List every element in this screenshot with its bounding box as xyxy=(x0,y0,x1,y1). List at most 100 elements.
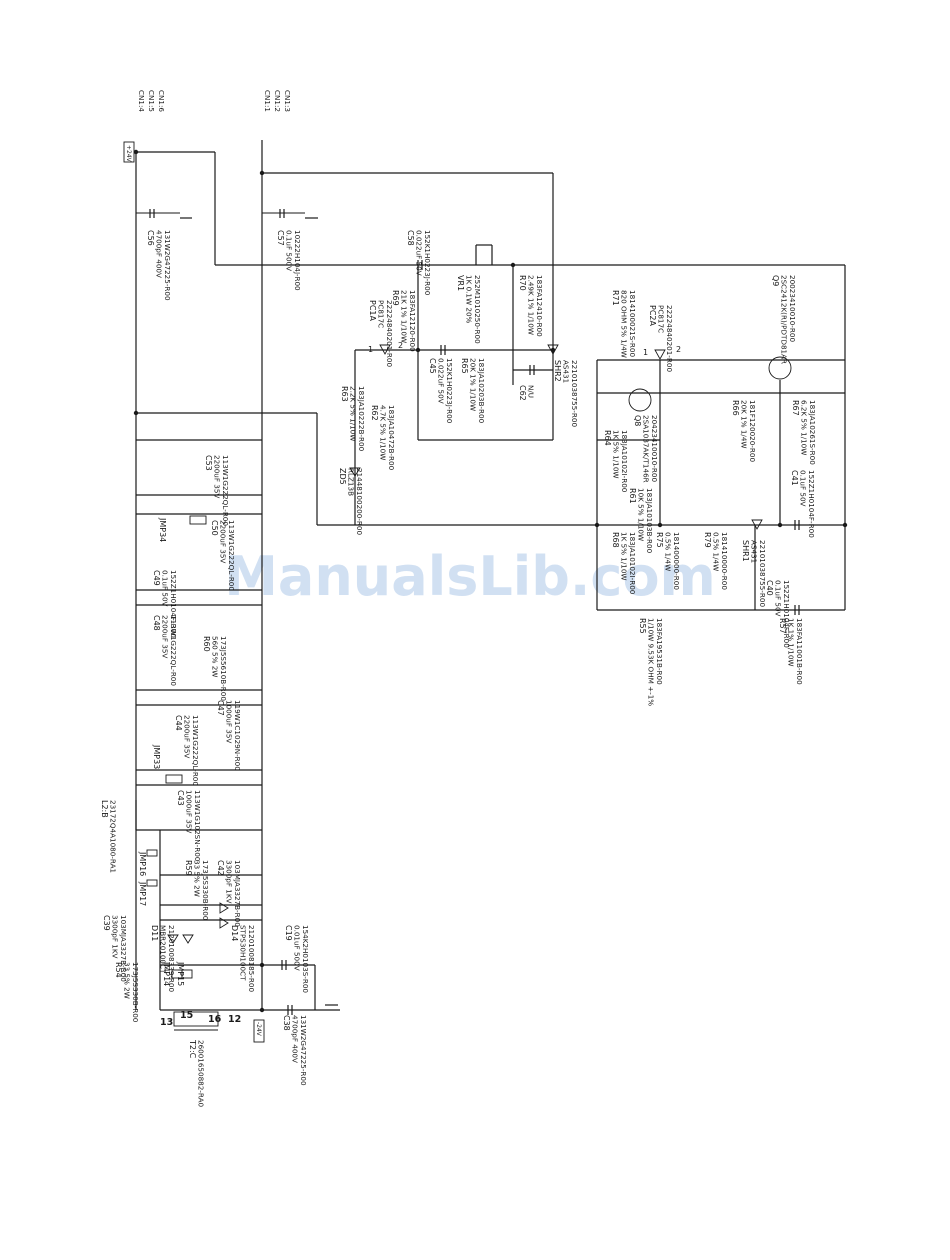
pin-15: 15 xyxy=(180,1010,193,1021)
c56-label-line: 4700pF 400V xyxy=(155,230,164,278)
q8-label-line: 2SA1037AK/T146R xyxy=(642,415,651,483)
shr2-label-line: 22101038755-R00 xyxy=(570,360,579,427)
r75-label-line: R75 xyxy=(655,532,664,548)
d11-label-line: 21201008339-R00 xyxy=(167,925,176,992)
junction-dots xyxy=(133,149,848,1013)
zd5-label-line: ZD5 xyxy=(338,468,347,485)
r69-label-line: 183FA12120-R00 xyxy=(408,290,417,352)
r71-label-line: R71 xyxy=(611,290,620,306)
c44-label-line: 2200uF 35V xyxy=(183,715,192,758)
wiring xyxy=(135,140,846,1011)
r61-label-line: R61 xyxy=(628,488,637,504)
l2b-label-line: L2:B xyxy=(100,800,109,818)
r63-label-line: 2.2K 5% 1/10W xyxy=(349,386,358,441)
shr1-label-line: AS431 xyxy=(750,540,759,563)
pc1-pin-2: 2 xyxy=(398,341,403,350)
r67-label-line: 6.2K 5% 1/10W xyxy=(800,400,809,455)
c39-label-line: 103MJA3327B-R00 xyxy=(119,915,128,982)
c44-label-line: 113W1G222QL-R00 xyxy=(191,715,200,786)
r68-label-line: 1K 5% 1/10W xyxy=(620,532,629,581)
c43-label-line: 1000uF 35V xyxy=(185,790,194,833)
q8-label-line: 20423410010-R00 xyxy=(650,415,659,482)
q9-label-line: 2SC2412K(R)/PDTD81AR xyxy=(780,275,789,364)
pin-numbers: 13 15 16 12 1 2 1 2 xyxy=(160,341,681,1028)
pc2-pin-2: 2 xyxy=(676,345,681,354)
c41-label-line: 152Z1H0104F-R00 xyxy=(807,470,816,538)
cn1-3-label: CN1:3 xyxy=(283,90,292,112)
component-jmp14: JMP14 xyxy=(162,961,171,986)
c58-label-line: 0.022uF 50V xyxy=(415,230,424,276)
pc1-pin-1: 1 xyxy=(368,345,373,354)
c19-label-line: 154K2H0103S-R00 xyxy=(301,925,310,993)
r75-label-line: 0.5% 1/4W xyxy=(664,532,673,571)
cn1-5-label: CN1:5 xyxy=(147,90,156,112)
r66-label-line: 181F120020-R00 xyxy=(748,400,757,462)
shr2-label-line: SHR2 xyxy=(553,360,562,382)
r79-label-line: 181410000-R00 xyxy=(720,532,729,590)
r62-label-line: 183JA10472B-R00 xyxy=(387,405,396,471)
r69-label-line: 21K 1% 1/10W xyxy=(400,290,409,343)
pc2-pin-1: 1 xyxy=(643,348,648,357)
c40-label-line: 152Z1H0104F-R00 xyxy=(782,580,791,648)
r54-label-line: R54 xyxy=(114,962,123,978)
d14-label-line: 21201008185-R00 xyxy=(247,925,256,992)
c49-label-line: 0.1uF 50V xyxy=(161,570,170,607)
c40-label-line: 0.1uF 50V xyxy=(774,580,783,617)
r59-label-line: R59 xyxy=(184,860,193,876)
c47-label-line: C47 xyxy=(216,700,225,716)
plus-rail-label: +24V xyxy=(125,145,132,163)
r63-label-line: R63 xyxy=(340,386,349,402)
r59-label-line: 33 5% 2W xyxy=(193,860,202,897)
pin-16: 16 xyxy=(208,1014,222,1025)
jmp33-label-line: JMP33 xyxy=(152,744,161,769)
component-jmp33: JMP33 xyxy=(152,744,161,769)
pc2a-label-line: PC817C xyxy=(657,305,666,333)
c39-label-line: 3300pF 1KV xyxy=(111,915,120,959)
c62-label-line: N/U xyxy=(527,385,536,398)
r70-label-line: 183FA12410-R00 xyxy=(535,275,544,337)
c48-label-line: 2200uF 35V xyxy=(161,615,170,658)
t2c-label-line: T2:C xyxy=(188,1039,197,1059)
cn1-2-label: CN1:2 xyxy=(273,90,282,112)
c56-label-line: 131W2G47225-R00 xyxy=(163,230,172,301)
c42-label-line: 3300pF 1KV xyxy=(225,860,234,904)
q8-label-line: Q8 xyxy=(633,415,642,426)
component-jmp34: JMP34 xyxy=(158,517,167,542)
component-jmp15: JMP15 xyxy=(176,961,185,986)
c43-label-line: C43 xyxy=(176,790,185,806)
r65-label-line: R65 xyxy=(460,358,469,374)
r75-label-line: 181400000-R00 xyxy=(672,532,681,590)
pc2a-label-line: PC2A xyxy=(648,305,657,327)
zd5-label-line: RLZ13B xyxy=(347,468,356,496)
r79-label-line: 0.5% 1/4W xyxy=(712,532,721,571)
r60-label-line: 560 5% 2W xyxy=(211,636,220,677)
c53-label-line: 113W1G222QL-R00 xyxy=(221,455,230,526)
r54-label-line: 33 5% 2W xyxy=(123,962,132,999)
c47-label-line: 1000uF 35V xyxy=(225,700,234,743)
c53-label-line: C53 xyxy=(204,455,213,471)
c40-label-line: C40 xyxy=(765,580,774,596)
r60-label-line: R60 xyxy=(202,636,211,652)
r57-label-line: 183FA11001B-R00 xyxy=(795,618,804,685)
c44-label-line: C44 xyxy=(174,715,183,731)
shr1-label-line: 22101038755-R00 xyxy=(758,540,767,607)
d14-label-line: STPS30H100CT xyxy=(239,925,248,981)
c41-label-line: 0.1uF 50V xyxy=(799,470,808,507)
